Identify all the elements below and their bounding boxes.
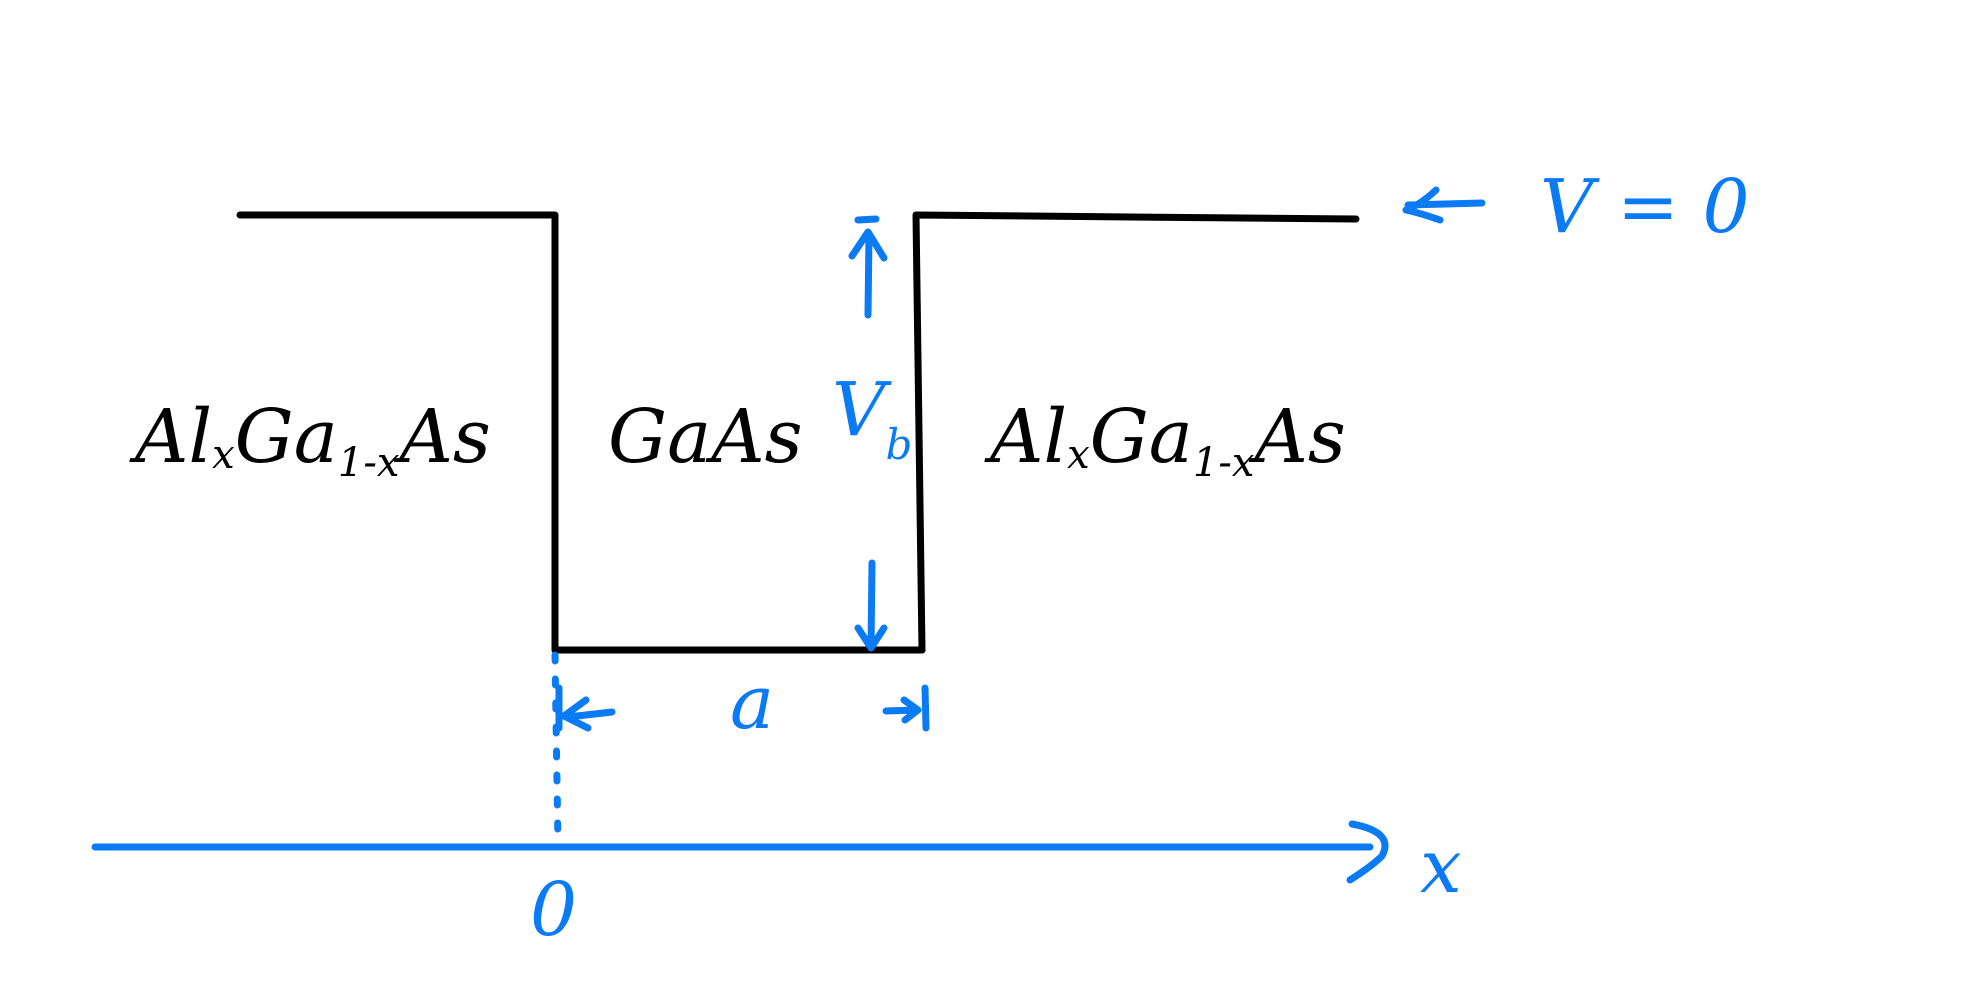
down-arrow-icon (854, 559, 888, 652)
left-barrier-line (236, 211, 559, 654)
right-material-label: AlxGa1-xAs (984, 394, 1346, 486)
right-boundary-tick (921, 684, 930, 732)
origin-dotted-line (551, 651, 562, 849)
left-as: As (393, 394, 490, 480)
width-right-arrow-icon (882, 696, 922, 724)
well-width-annotation: a (555, 660, 930, 746)
left-material-label: AlxGa1-xAs (129, 394, 491, 486)
left-sub-1-x: 1-x (338, 440, 400, 486)
well-material-label: GaAs (608, 394, 803, 480)
right-sub-x: x (1067, 432, 1090, 478)
tick-top (854, 215, 880, 224)
vb-sub: b (885, 420, 912, 469)
zero-potential-label: V = 0 (1540, 164, 1750, 250)
right-al: Al (984, 394, 1067, 480)
vb-main: V (832, 367, 892, 453)
left-ga: Ga (235, 394, 338, 480)
origin-label: 0 (530, 867, 577, 953)
width-left-arrow-icon (560, 696, 616, 732)
x-axis-label: x (1420, 824, 1462, 910)
right-as: As (1248, 394, 1345, 480)
left-arrow-icon (1402, 186, 1486, 224)
zero-potential-annotation: V = 0 (1402, 164, 1750, 250)
left-sub-x: x (212, 432, 235, 478)
well-width-label: a (730, 660, 774, 746)
potential-profile (236, 211, 1360, 654)
right-sub-1-x: 1-x (1193, 440, 1255, 486)
right-barrier-line (912, 211, 1360, 654)
left-al: Al (129, 394, 212, 480)
x-axis-arrow-icon (1346, 820, 1389, 884)
barrier-height-annotation: Vb (832, 215, 912, 652)
x-axis: 0 x (91, 820, 1462, 953)
barrier-height-label: Vb (832, 367, 912, 469)
right-ga: Ga (1090, 394, 1193, 480)
up-arrow-icon (848, 228, 888, 319)
